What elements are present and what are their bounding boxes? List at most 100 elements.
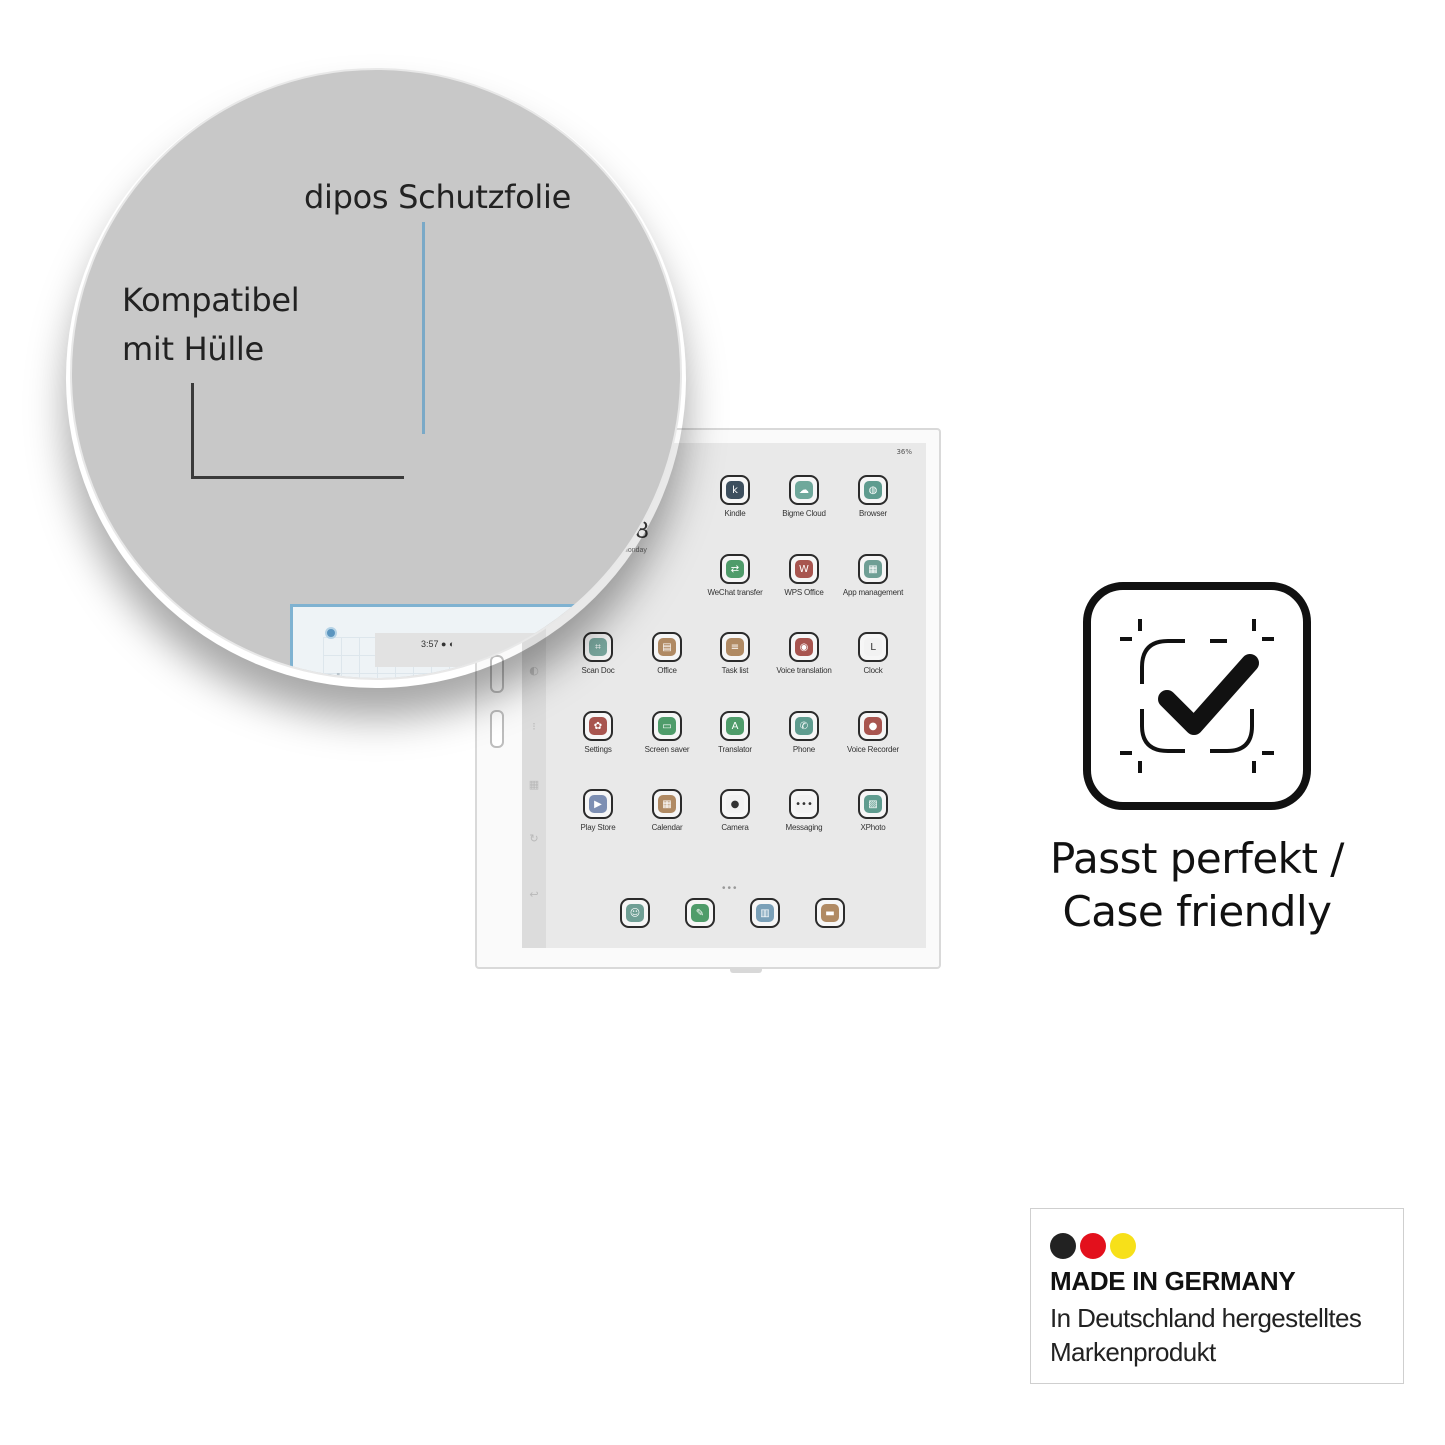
app-label: Task list <box>721 666 749 675</box>
app-label: Camera <box>721 823 749 832</box>
cloud-icon-glyph: ☁ <box>795 481 813 499</box>
app-wps-office[interactable]: W WPS Office <box>769 554 839 597</box>
camera-icon: ● <box>720 789 750 819</box>
app-label: Screen saver <box>644 745 690 754</box>
task-list-icon-glyph: ≡ <box>726 638 744 656</box>
app-label: Bigme Cloud <box>782 509 826 518</box>
dock-notes-icon[interactable]: ✎ <box>685 898 715 928</box>
app-settings[interactable]: ✿Settings <box>563 711 633 754</box>
app-voice-recorder[interactable]: ● Voice Recorder <box>838 711 908 754</box>
camera-icon-glyph: ● <box>726 795 744 813</box>
side-nav-icon[interactable]: ▦ <box>528 778 540 791</box>
calendar-icon: ▦ <box>652 789 682 819</box>
case-friendly-line2: Case friendly <box>1062 887 1332 936</box>
voice-translation-icon-glyph: ◉ <box>795 638 813 656</box>
globe-icon-glyph: ◍ <box>864 481 882 499</box>
app-voice-translation[interactable]: ◉ Voice translation <box>769 632 839 675</box>
wechat-transfer-icon-glyph: ⇄ <box>726 560 744 578</box>
zoomed-time: 3:57 <box>421 639 439 649</box>
home-date: Monday <box>622 547 647 554</box>
wechat-transfer-icon: ⇄ <box>720 554 750 584</box>
compat-label-line1: Kompatibel <box>122 281 300 319</box>
refresh-icon[interactable]: ↻ <box>529 832 539 845</box>
app-label: Browser <box>859 509 887 518</box>
app-label: Voice Recorder <box>847 745 899 754</box>
protector-edge-line <box>422 222 425 434</box>
side-nav-icon[interactable]: ⁝ <box>532 720 536 733</box>
settings-icon-glyph: ✿ <box>589 717 607 735</box>
folder-icon: ▬ <box>821 904 839 922</box>
compat-label-line2: mit Hülle <box>122 330 264 368</box>
app-label: App management <box>842 588 904 597</box>
clock-icon-glyph: L <box>864 638 882 656</box>
settings-icon: ✿ <box>583 711 613 741</box>
app-management-icon: ▦ <box>858 554 888 584</box>
app-management-icon-glyph: ▦ <box>864 560 882 578</box>
battery-indicator: 36% <box>896 448 912 456</box>
phone-icon: ✆ <box>789 711 819 741</box>
case-friendly-line1: Passt perfekt / <box>1050 834 1344 883</box>
phone-icon-glyph: ✆ <box>795 717 813 735</box>
app-label: Calendar <box>651 823 683 832</box>
kindle-icon-glyph: k <box>726 481 744 499</box>
made-in-germany-line2: Markenprodukt <box>1050 1337 1216 1367</box>
translator-icon-glyph: A <box>726 717 744 735</box>
app-office[interactable]: ▤Office <box>632 632 702 675</box>
app-label: Kindle <box>724 509 746 518</box>
app-task-list[interactable]: ≡ Task list <box>700 632 770 675</box>
voice-recorder-icon-glyph: ● <box>864 717 882 735</box>
globe-icon: ◍ <box>858 475 888 505</box>
made-in-germany-line1: In Deutschland hergestelltes <box>1050 1303 1362 1333</box>
zoomed-partial-text: Big <box>321 671 353 678</box>
screen-saver-icon-glyph: ▭ <box>658 717 676 735</box>
app-screen-saver[interactable]: ▭ Screen saver <box>632 711 702 754</box>
screen-saver-icon: ▭ <box>652 711 682 741</box>
dock-folder-icon[interactable]: ▬ <box>815 898 845 928</box>
app-play-store[interactable]: ▶ Play Store <box>563 789 633 832</box>
task-list-icon: ≡ <box>720 632 750 662</box>
voice-translation-icon: ◉ <box>789 632 819 662</box>
zoomed-status-bar: 3:57 ● ◐ <box>375 633 535 667</box>
app-phone[interactable]: ✆Phone <box>769 711 839 754</box>
app-xphoto[interactable]: ▨XPhoto <box>838 789 908 832</box>
app-label: Voice translation <box>776 666 832 675</box>
cloud-icon: ☁ <box>789 475 819 505</box>
messaging-icon-glyph: ••• <box>795 795 813 813</box>
app-wechat-transfer[interactable]: ⇄ WeChat transfer <box>700 554 770 597</box>
wps-office-icon: W <box>789 554 819 584</box>
dock-stats-icon[interactable]: ▥ <box>750 898 780 928</box>
app-cloud[interactable]: ☁ Bigme Cloud <box>769 475 839 518</box>
back-icon[interactable]: ↩ <box>529 888 539 901</box>
page-indicator: ••• <box>722 883 739 894</box>
stats-icon: ▥ <box>756 904 774 922</box>
made-in-germany-box: MADE IN GERMANY In Deutschland hergestel… <box>1030 1208 1404 1384</box>
app-label: WeChat transfer <box>707 588 763 597</box>
kindle-icon: k <box>720 475 750 505</box>
flag-black-dot <box>1050 1233 1076 1259</box>
app-label: Clock <box>863 666 883 675</box>
flag-gold-dot <box>1110 1233 1136 1259</box>
made-in-germany-subtitle: In Deutschland hergestelltes Markenprodu… <box>1050 1301 1362 1369</box>
app-camera[interactable]: ● Camera <box>700 789 770 832</box>
app-label: Play Store <box>580 823 616 832</box>
case-edge-line-horizontal <box>191 476 404 479</box>
contacts-icon: ☺ <box>626 904 644 922</box>
notes-icon: ✎ <box>691 904 709 922</box>
app-clock[interactable]: L Clock <box>838 632 908 675</box>
dock-contacts-icon[interactable]: ☺ <box>620 898 650 928</box>
wps-office-icon-glyph: W <box>795 560 813 578</box>
app-app-management[interactable]: ▦ App management <box>838 554 908 597</box>
app-calendar[interactable]: ▦ Calendar <box>632 789 702 832</box>
app-label: WPS Office <box>784 588 824 597</box>
case-fit-check-icon <box>1082 581 1312 811</box>
app-messaging[interactable]: ••• Messaging <box>769 789 839 832</box>
app-globe[interactable]: ◍ Browser <box>838 475 908 518</box>
protector-label: dipos Schutzfolie <box>304 178 571 216</box>
office-icon: ▤ <box>652 632 682 662</box>
translator-icon: A <box>720 711 750 741</box>
app-label: Messaging <box>785 823 823 832</box>
play-store-icon-glyph: ▶ <box>589 795 607 813</box>
flag-red-dot <box>1080 1233 1106 1259</box>
